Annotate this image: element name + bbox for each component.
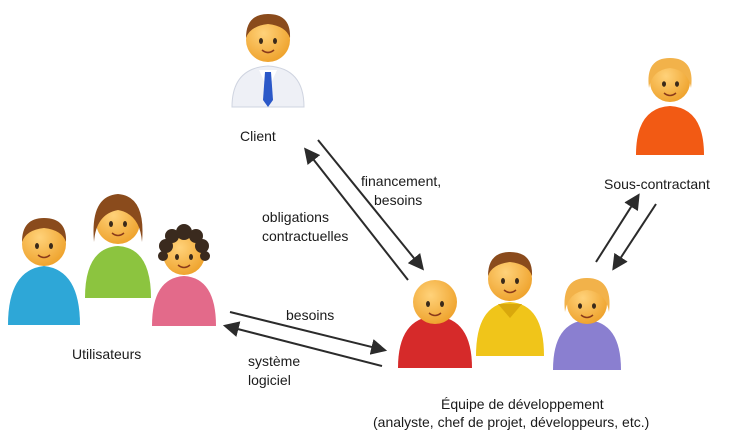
flow-label-besoins-utilisateurs: besoins: [286, 307, 334, 323]
utilisateurs-icon: [8, 194, 216, 326]
label-equipe-line1: Équipe de développement: [441, 396, 604, 412]
flow-label-contractuelles: contractuelles: [262, 228, 348, 244]
flow-label-obligations: obligations: [262, 209, 329, 225]
arrow-besoins: [229, 311, 388, 355]
label-utilisateurs: Utilisateurs: [72, 346, 141, 362]
arrow-equipe-to-sous-contractant: [595, 193, 640, 263]
arrow-systeme-logiciel: [222, 321, 383, 367]
arrow-sous-contractant-to-equipe: [612, 203, 657, 271]
arrow-financement-besoins: [317, 139, 425, 271]
flow-label-besoins-client: besoins: [374, 192, 422, 208]
sous-contractant-icon: [636, 58, 704, 155]
flow-label-systeme: système: [248, 353, 300, 369]
flow-label-financement: financement,: [361, 173, 441, 189]
label-equipe-line2: (analyste, chef de projet, développeurs,…: [373, 414, 649, 430]
arrow-obligations-contractuelles: [304, 147, 409, 281]
client-icon: [231, 14, 305, 108]
flow-label-logiciel: logiciel: [248, 372, 291, 388]
label-client: Client: [240, 128, 276, 144]
equipe-developpement-icon: [398, 252, 621, 370]
label-sous-contractant: Sous-contractant: [604, 176, 710, 192]
